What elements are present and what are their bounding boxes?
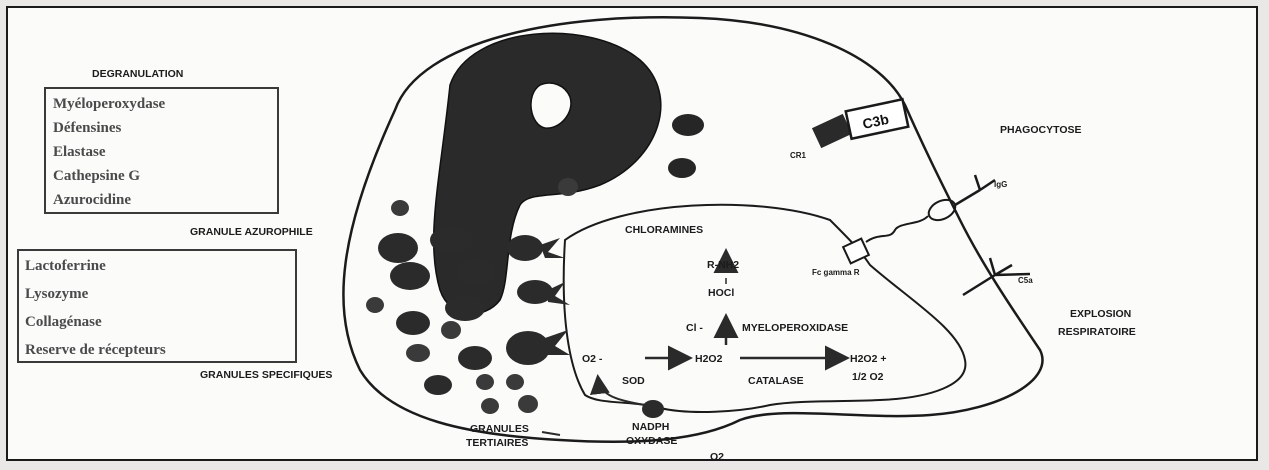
specific-item: Lactoferrine — [25, 258, 106, 274]
degranulation-title: DEGRANULATION — [92, 68, 183, 80]
cl-label: Cl - — [686, 322, 703, 334]
fc-gamma-r-label: Fc gamma R — [812, 268, 860, 277]
granule — [668, 158, 696, 178]
granule — [390, 262, 430, 290]
azurophil-item: Cathepsine G — [53, 168, 140, 184]
granule — [445, 295, 485, 321]
granule — [672, 114, 704, 136]
fusion-spike — [548, 282, 570, 305]
catalase-label: CATALASE — [748, 375, 804, 387]
granules-tertiaires-label-1: GRANULES — [470, 423, 529, 435]
granule — [396, 311, 430, 335]
fusing-granule — [517, 280, 553, 304]
igg-label: IgG — [994, 180, 1007, 189]
nadph-oxydase-blob — [642, 400, 664, 418]
sod-label: SOD — [622, 375, 645, 387]
specific-item: Reserve de récepteurs — [25, 342, 166, 358]
igg-connector — [866, 216, 928, 242]
granule — [558, 178, 578, 196]
granules-specifiques-label: GRANULES SPECIFIQUES — [200, 369, 332, 381]
myeloperoxidase-label: MYELOPEROXIDASE — [742, 322, 848, 334]
granule — [391, 200, 409, 216]
h2o2-label: H2O2 — [695, 353, 723, 365]
granule — [406, 344, 430, 362]
c5a-label: C5a — [1018, 276, 1033, 285]
granule — [441, 321, 461, 339]
phagocytose-label: PHAGOCYTOSE — [1000, 124, 1082, 136]
granule — [366, 297, 384, 313]
igg-loop — [926, 196, 959, 224]
nadph-label: NADPH — [632, 421, 669, 433]
igg-antibody-icon — [955, 175, 995, 205]
hocl-label: HOCl — [708, 287, 734, 299]
o2-label: O2 — [710, 451, 724, 463]
granule — [518, 395, 538, 413]
cr1-label: CR1 — [790, 151, 807, 160]
granule — [424, 375, 452, 395]
azurophil-item: Myéloperoxydase — [53, 96, 166, 112]
azurophil-item: Azurocidine — [53, 192, 131, 208]
granule — [378, 233, 418, 263]
fusing-granule — [507, 235, 543, 261]
azurophil-item: Défensines — [53, 120, 121, 136]
cr1-receptor — [812, 114, 852, 148]
oxydase-label: OXYDASE — [626, 435, 677, 447]
azurophil-item: Elastase — [53, 144, 106, 160]
fusing-granule — [506, 331, 550, 365]
specific-item: Lysozyme — [25, 286, 89, 302]
o2-minus-label: O2 - — [582, 353, 603, 365]
granules-tertiaires-label-2: TERTIAIRES — [466, 437, 528, 449]
granule — [458, 346, 492, 370]
tertiaires-dash — [542, 432, 560, 435]
half-o2-label: 1/2 O2 — [852, 371, 884, 383]
fc-gamma-receptor — [843, 239, 869, 264]
granule — [506, 374, 524, 390]
respiratoire-label: RESPIRATOIRE — [1058, 326, 1136, 338]
granule — [481, 398, 499, 414]
r-nh2-label: R-NH2 — [707, 259, 739, 271]
granule — [430, 226, 474, 254]
chloramines-label: CHLORAMINES — [625, 224, 703, 236]
h2o2-plus-label: H2O2 + — [850, 353, 886, 365]
specific-item: Collagénase — [25, 314, 102, 330]
azurophil-item-list: MyéloperoxydaseDéfensinesElastaseCatheps… — [53, 96, 166, 208]
granule — [476, 374, 494, 390]
fusion-spike — [540, 238, 565, 258]
granule-azurophile-label: GRANULE AZUROPHILE — [190, 226, 313, 238]
explosion-label: EXPLOSION — [1070, 308, 1131, 320]
granule — [456, 258, 496, 286]
